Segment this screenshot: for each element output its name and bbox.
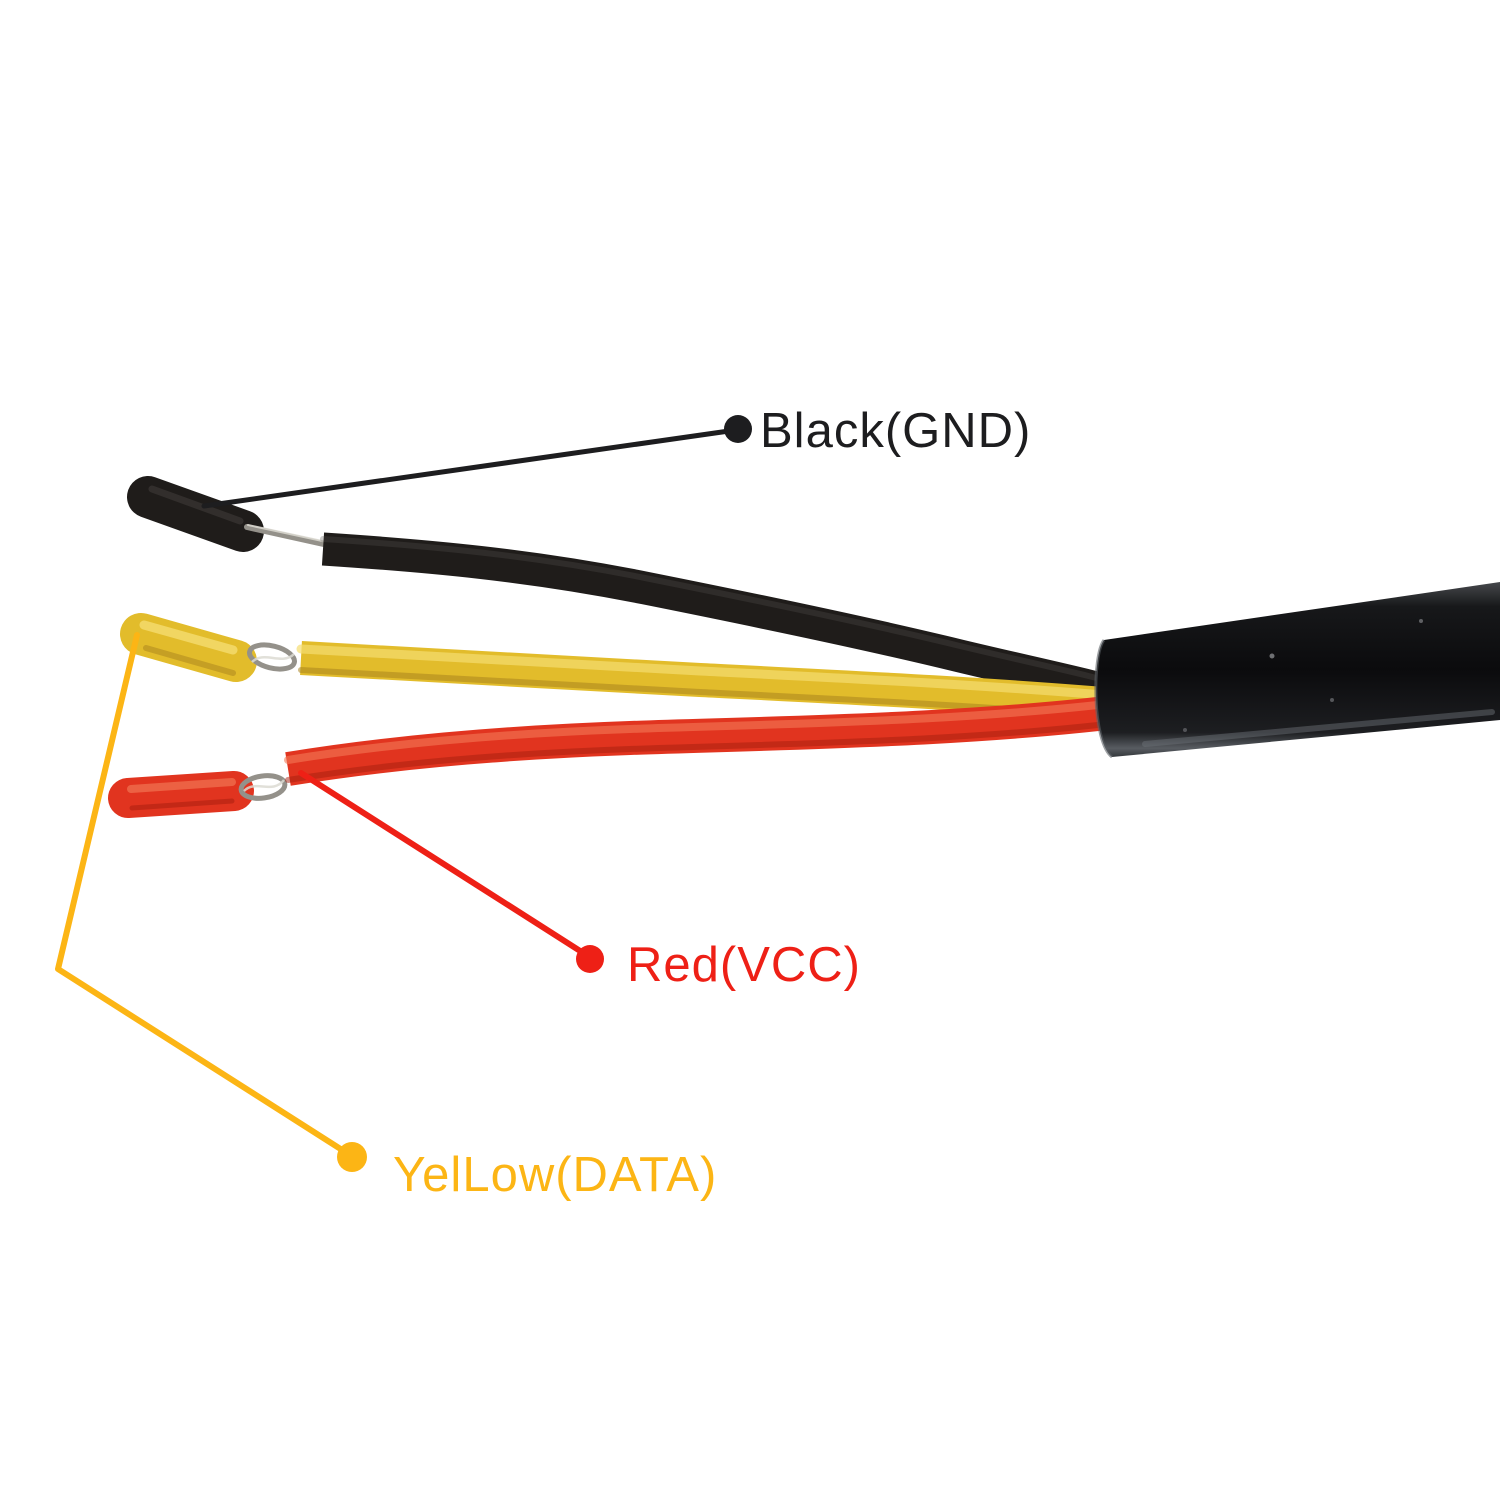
black-wire xyxy=(321,532,1145,716)
red-wire xyxy=(285,692,1143,786)
black-wire-tip-sheen xyxy=(148,485,244,525)
yellow-wire-tip-shadow xyxy=(143,645,236,676)
red-callout: Red(VCC) xyxy=(298,770,861,992)
red-wire-shadow xyxy=(285,717,1143,783)
yellow-bare-conductor-twist xyxy=(247,642,297,672)
sheath-opening-rim xyxy=(1094,639,1114,759)
red-leader-line xyxy=(298,770,591,959)
red-label-dot xyxy=(576,945,604,973)
dust-speck xyxy=(1330,698,1334,702)
sheath-bottom-sheen xyxy=(1142,709,1495,747)
cable-sheath-group xyxy=(1094,582,1500,759)
yellow-callout: YelLow(DATA) xyxy=(55,632,717,1202)
yellow-wire xyxy=(300,641,1142,724)
yellow-wire-tip-sheen xyxy=(139,620,238,655)
red-wire-tip xyxy=(108,771,254,818)
yellow-wire-tip xyxy=(120,613,257,682)
red-wire-tip-shadow xyxy=(129,798,235,811)
black-label-dot xyxy=(724,415,752,443)
dust-speck xyxy=(1269,653,1275,659)
cable-sheath xyxy=(1095,582,1500,757)
dust-speck xyxy=(1183,728,1187,732)
black-wire-tip xyxy=(127,476,264,552)
yellow-label: YelLow(DATA) xyxy=(393,1148,717,1202)
yellow-wire-sheen xyxy=(296,644,1145,703)
black-wire-sheen xyxy=(320,536,1143,693)
red-label: Red(VCC) xyxy=(627,938,861,992)
red-wire-assembly xyxy=(108,692,1144,818)
red-bare-conductor-twist xyxy=(238,773,288,801)
black-leader-line xyxy=(201,427,739,509)
yellow-label-dot xyxy=(337,1142,367,1172)
yellow-bare-conductor-sheen xyxy=(251,653,295,663)
black-bare-conductor xyxy=(244,524,331,548)
black-callout: Black(GND) xyxy=(201,404,1031,509)
yellow-wire-assembly xyxy=(120,613,1145,724)
black-bare-conductor-sheen xyxy=(247,524,328,543)
red-wire-sheen xyxy=(284,696,1144,764)
black-wire-assembly xyxy=(127,476,1145,716)
yellow-leader-line xyxy=(55,632,353,1158)
black-label: Black(GND) xyxy=(760,404,1031,458)
red-wire-tip-sheen xyxy=(127,778,236,793)
dust-speck xyxy=(1419,619,1423,623)
red-bare-conductor-sheen xyxy=(243,779,285,792)
